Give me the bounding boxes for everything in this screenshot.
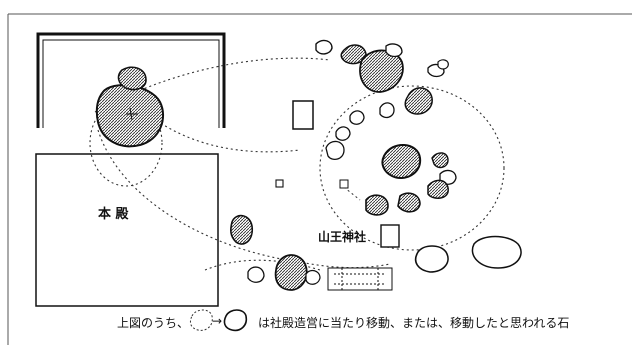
caption: 上図のうち、 → は社殿造営に当たり移動、または、移動したと思われる石 xyxy=(117,309,569,332)
before-stone-icon xyxy=(189,309,213,331)
main-hall-stone xyxy=(95,66,165,148)
caption-arrow: → xyxy=(212,314,222,328)
sanno-shrine-label: 山王神社 xyxy=(318,229,366,244)
stone-group xyxy=(230,39,522,291)
main-hall-outline xyxy=(35,32,226,307)
page-frame xyxy=(7,13,632,345)
main-hall-label: 本 殿 xyxy=(98,206,130,222)
after-stone-icon xyxy=(223,309,248,332)
stone-base-structure xyxy=(327,267,393,291)
caption-suffix: は社殿造営に当たり移動、または、移動したと思われる石 xyxy=(258,315,569,330)
caption-prefix: 上図のうち、 xyxy=(117,316,189,330)
